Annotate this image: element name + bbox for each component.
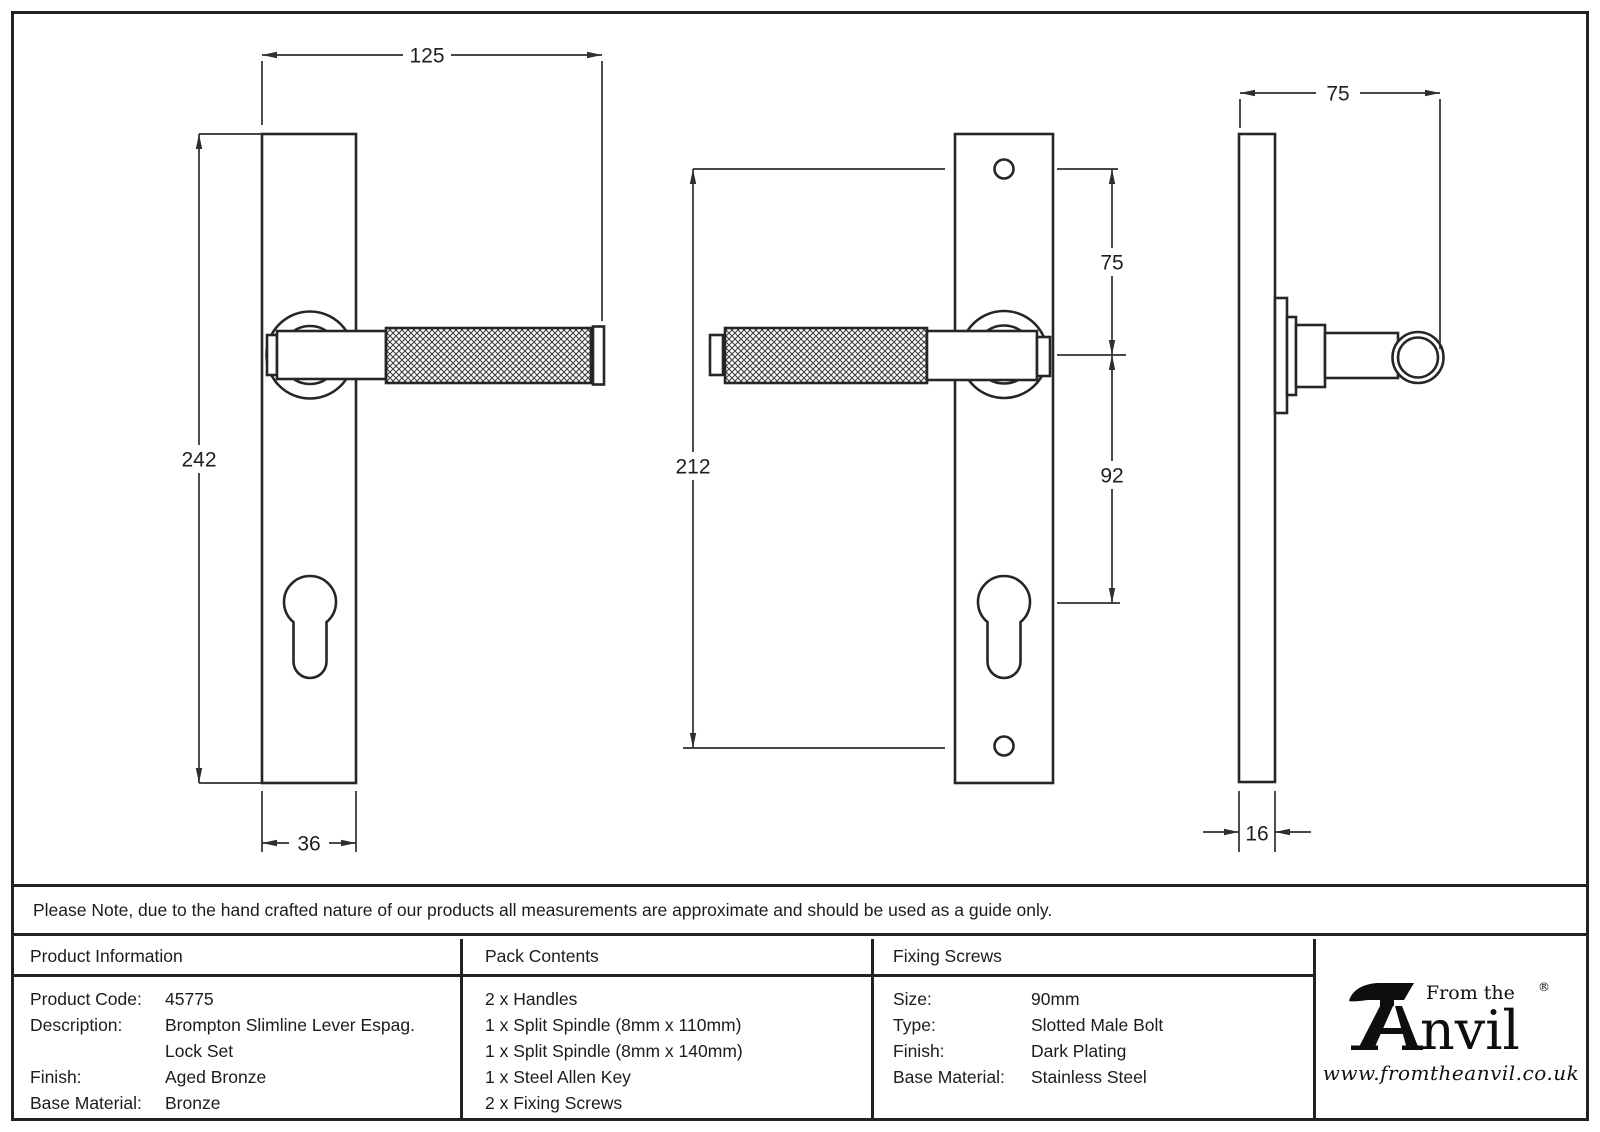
pack-contents-body: 2 x Handles 1 x Split Spindle (8mm x 110… — [463, 977, 871, 1116]
top-screw-hole — [993, 158, 1015, 180]
front-view-lever-right: 125 242 36 — [175, 41, 606, 857]
from-the-anvil-logo: From the nvil ® — [1349, 980, 1550, 1059]
logo-name-text: nvil — [1420, 999, 1520, 1059]
product-information-cell: Product Information Product Code: 45775 … — [14, 939, 460, 1118]
table-row: Product Code: 45775 — [30, 986, 460, 1012]
rose-step-side — [1285, 315, 1298, 397]
backplate-outline — [953, 132, 1055, 785]
anvil-icon — [1349, 982, 1423, 1050]
dimension-projection: 75 — [1239, 79, 1441, 349]
brand-logo-cell: From the nvil ® www.fromtheanvil.co.uk — [1313, 939, 1586, 1118]
dim-label-242: 242 — [181, 449, 216, 472]
table-row: Base Material: Bronze — [30, 1090, 460, 1116]
table-row: Description: Brompton Slimline Lever Esp… — [30, 1012, 460, 1064]
product-information-body: Product Code: 45775 Description: Brompto… — [14, 977, 460, 1116]
row-value: Brompton Slimline Lever Espag. Lock Set — [165, 1015, 415, 1061]
row-value: Aged Bronze — [165, 1067, 267, 1087]
lever-neck — [925, 329, 1039, 382]
dim-label-92: 92 — [1100, 465, 1123, 488]
backplate-outline — [260, 132, 358, 785]
dimension-handle-length: 125 — [261, 41, 603, 321]
row-label: Product Code: — [30, 989, 142, 1009]
rose-base-side — [1273, 296, 1289, 415]
row-label: Type: — [893, 1015, 936, 1035]
registered-trademark-symbol: ® — [1538, 980, 1550, 994]
fixing-screws-cell: Fixing Screws Size: 90mm Type: Slotted M… — [871, 939, 1313, 1118]
dim-label-212: 212 — [675, 456, 710, 479]
row-value: Dark Plating — [1031, 1041, 1127, 1061]
table-row: Finish: Dark Plating — [893, 1038, 1313, 1064]
list-item: 1 x Split Spindle (8mm x 110mm) — [485, 1015, 742, 1035]
lever-neck — [275, 329, 388, 381]
dimension-75-92: 75 92 — [1057, 168, 1134, 604]
row-value: Bronze — [165, 1093, 221, 1113]
grip-end-inner-circle — [1396, 336, 1440, 379]
row-value: Stainless Steel — [1031, 1067, 1147, 1087]
dimension-screw-centres: 212 — [667, 168, 945, 749]
measurement-note-row: Please Note, due to the hand crafted nat… — [14, 884, 1586, 933]
row-label: Description: — [30, 1015, 123, 1035]
info-table: Product Information Product Code: 45775 … — [14, 933, 1586, 1118]
fixing-screws-body: Size: 90mm Type: Slotted Male Bolt Finis… — [874, 977, 1313, 1090]
backplate-side-outline — [1237, 132, 1277, 784]
measurement-note-text: Please Note, due to the hand crafted nat… — [33, 899, 1053, 920]
row-label: Base Material: — [30, 1093, 142, 1113]
product-information-header: Product Information — [14, 939, 460, 977]
rose-boss-side — [1294, 323, 1327, 389]
dim-label-75: 75 — [1100, 252, 1123, 275]
table-row: Finish: Aged Bronze — [30, 1064, 460, 1090]
knurled-grip — [384, 326, 593, 385]
fixing-screws-header: Fixing Screws — [874, 939, 1313, 977]
dimension-plate-height: 242 — [175, 133, 262, 784]
row-label: Finish: — [30, 1067, 82, 1087]
row-label: Base Material: — [893, 1067, 1005, 1087]
euro-cylinder-keyhole — [282, 574, 338, 680]
technical-drawing: 125 242 36 — [175, 41, 1445, 857]
grip-end-outer-circle — [1391, 330, 1445, 385]
dimension-thickness: 16 — [1203, 791, 1311, 852]
dim-label-36: 36 — [297, 833, 320, 856]
table-row: Size: 90mm — [893, 986, 1313, 1012]
knurled-grip — [723, 326, 929, 385]
side-profile-view: 75 16 — [1203, 79, 1445, 852]
pack-contents-cell: Pack Contents 2 x Handles 1 x Split Spin… — [460, 939, 871, 1118]
logo-website-url: www.fromtheanvil.co.uk — [1322, 1060, 1580, 1085]
dim-label-16: 16 — [1245, 823, 1268, 846]
lever-end-cap — [708, 333, 725, 377]
pack-contents-header: Pack Contents — [463, 939, 871, 977]
spindle-collar — [265, 333, 279, 377]
table-row: Base Material: Stainless Steel — [893, 1064, 1313, 1090]
bottom-screw-hole — [993, 735, 1015, 757]
table-row: Type: Slotted Male Bolt — [893, 1012, 1313, 1038]
row-value: Slotted Male Bolt — [1031, 1015, 1164, 1035]
row-value: 90mm — [1031, 989, 1080, 1009]
list-item: 2 x Fixing Screws — [485, 1093, 623, 1113]
row-label: Size: — [893, 989, 932, 1009]
euro-cylinder-keyhole — [976, 574, 1032, 680]
row-value: 45775 — [165, 989, 214, 1009]
lever-end-cap — [591, 325, 606, 386]
front-view-lever-left: 212 75 92 — [667, 132, 1134, 785]
list-item: 2 x Handles — [485, 989, 578, 1009]
lever-neck-side — [1323, 331, 1400, 380]
dim-label-75-side: 75 — [1326, 83, 1349, 106]
dim-label-125: 125 — [409, 45, 444, 68]
dimension-plate-width: 36 — [261, 791, 357, 857]
spindle-collar — [1035, 335, 1052, 378]
list-item: 1 x Split Spindle (8mm x 140mm) — [485, 1041, 743, 1061]
logo-prefix-text: From the — [1426, 982, 1515, 1004]
list-item: 1 x Steel Allen Key — [485, 1067, 631, 1087]
row-label: Finish: — [893, 1041, 945, 1061]
